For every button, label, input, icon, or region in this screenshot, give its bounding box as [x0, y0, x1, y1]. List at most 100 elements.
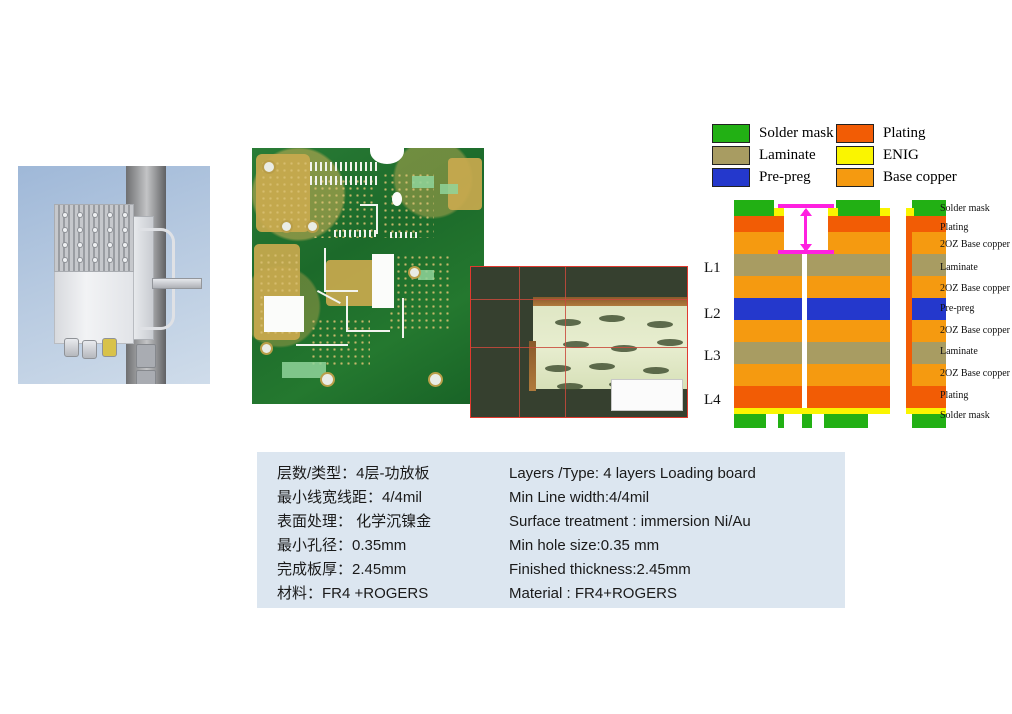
spec-line: Min hole size:0.35 mm	[509, 537, 660, 554]
spec-line: 表面处理： 化学沉镍金	[277, 513, 432, 530]
layer-base-copper-l4-secondary	[912, 364, 946, 386]
rru-fin-rivet	[93, 243, 97, 247]
solder-mask-bottom-secondary	[912, 414, 946, 428]
rru-face-pad-2	[136, 370, 156, 384]
micro-copper-top	[533, 297, 687, 306]
pcb-trace-2	[324, 290, 358, 292]
stack-label-laminate: Laminate	[940, 262, 978, 273]
layer-base-copper-l2-secondary	[912, 276, 946, 298]
micro-glass-bundle	[599, 315, 625, 322]
layer-marker-l1: L1	[704, 260, 721, 276]
pcb-smd-3	[418, 270, 434, 280]
rru-port-3	[102, 338, 117, 357]
enig-band-bottom	[734, 408, 890, 414]
stack-label-2oz-base-copper: 2OZ Base copper	[940, 368, 1010, 379]
layer-base-copper-l4	[734, 364, 890, 386]
spec-line: Layers /Type: 4 layers Loading board	[509, 465, 756, 482]
spec-line: Finished thickness:2.45mm	[509, 561, 691, 578]
stack-label-pre-preg: Pre-preg	[940, 303, 975, 314]
layer-plating-top	[734, 216, 784, 232]
spec-line: 层数/类型：4层-功放板	[277, 465, 430, 482]
layer-laminate-upper-secondary	[912, 254, 946, 276]
rru-fin-rivet	[93, 258, 97, 262]
spec-line: Material : FR4+ROGERS	[509, 585, 677, 602]
rru-face-pad-1	[136, 344, 156, 368]
pcb-mount-hole-2	[282, 222, 291, 231]
rru-fin-rivet	[123, 243, 127, 247]
solder-mask-top-left	[734, 200, 774, 216]
solder-mask-bottom-2	[778, 414, 784, 428]
pcb-component-pad-3	[392, 192, 402, 206]
spec-line: 最小孔径：0.35mm	[277, 537, 407, 554]
micro-glass-bundle	[563, 341, 589, 348]
pcb-component-pad-1	[264, 296, 304, 332]
legend-item-laminate: Laminate	[712, 144, 834, 166]
pcb-smd-1	[412, 176, 434, 188]
plating-side-wall-secondary	[906, 216, 912, 408]
stack-label-solder-mask: Solder mask	[940, 410, 990, 421]
micro-section-inset	[470, 266, 688, 418]
rru-fin-rivet	[123, 213, 127, 217]
rru-fin-rivet	[108, 258, 112, 262]
solder-mask-bottom-4	[824, 414, 868, 428]
depth-arrow-head-down	[799, 244, 812, 252]
legend-item-plating: Plating	[836, 122, 957, 144]
layer-base-copper-l1	[734, 232, 784, 254]
micro-grid-h1	[471, 299, 687, 300]
enig-pad-top-left	[774, 208, 784, 216]
drill-hole-barrel	[802, 254, 807, 408]
legend-item-base-copper: Base copper	[836, 166, 957, 188]
rru-port-2	[82, 340, 97, 359]
rru-fin-rivet	[108, 213, 112, 217]
stack-label-plating: Plating	[940, 222, 969, 233]
spec-line: Surface treatment : immersion Ni/Au	[509, 513, 751, 530]
micro-glass-bundle	[643, 367, 669, 374]
rru-port-1	[64, 338, 79, 357]
layer-marker-l2: L2	[704, 306, 721, 322]
spec-line: 最小线宽线距：4/4mil	[277, 489, 423, 506]
micro-glass-bundle	[647, 321, 673, 328]
legend-item-label: Solder mask	[759, 124, 834, 141]
rru-fin-rivet	[63, 258, 67, 262]
pcb-mount-hole-1	[264, 162, 274, 172]
pcb-edge-notch	[370, 148, 404, 164]
micro-glass-bundle	[545, 365, 571, 372]
micro-copper-wall	[529, 341, 536, 391]
rru-fin-rivet	[123, 228, 127, 232]
layer-laminate-lower	[734, 342, 890, 364]
rru-fin-rivet	[78, 243, 82, 247]
layer-plating-top	[828, 216, 890, 232]
pcb-via-field-5	[388, 254, 452, 332]
micro-grid-v2	[565, 267, 566, 417]
micro-glass-bundle	[589, 363, 615, 370]
legend-item-label: Plating	[883, 124, 926, 141]
layer-plating-bottom	[734, 386, 890, 408]
stack-label-solder-mask: Solder mask	[940, 203, 990, 214]
solder-mask-top-secondary	[912, 200, 946, 216]
rru-photo	[18, 166, 210, 384]
micro-glass-bundle	[657, 339, 683, 346]
stack-label-plating: Plating	[940, 390, 969, 401]
rru-fin-rivet	[108, 243, 112, 247]
spec-line: Min Line width:4/4mil	[509, 489, 650, 506]
layer-prepreg-secondary	[912, 298, 946, 320]
layer-laminate-lower-secondary	[912, 342, 946, 364]
pcb-photo	[252, 148, 484, 404]
pcb-mount-hole-6	[430, 374, 441, 385]
rru-fin-rivet	[63, 213, 67, 217]
legend-item-solder-mask: Solder mask	[712, 122, 834, 144]
depth-marker-top-bar	[778, 204, 834, 208]
rru-fin-rivet	[78, 213, 82, 217]
rru-fin-rivet	[63, 243, 67, 247]
legend-item-enig: ENIG	[836, 144, 957, 166]
rru-fin-rivet	[78, 258, 82, 262]
layer-plating-top-secondary	[912, 216, 946, 232]
rru-fin-rivet	[63, 228, 67, 232]
solder-mask-top-right	[836, 200, 880, 216]
layer-marker-l3: L3	[704, 348, 721, 364]
